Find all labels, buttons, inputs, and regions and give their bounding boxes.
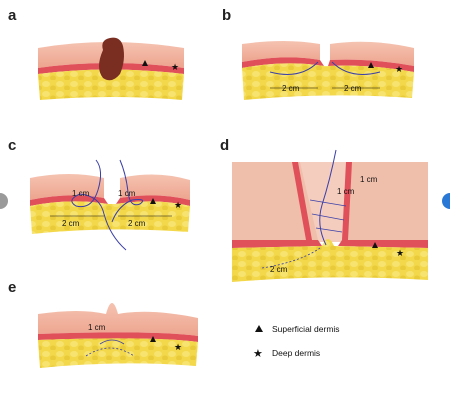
dim-c-2cm-right: 2 cm: [128, 219, 146, 228]
legend-deep: Deep dermis: [272, 348, 320, 358]
deep-marker-d: ★: [396, 248, 404, 258]
panel-letter-c: c: [8, 137, 16, 154]
legend-triangle-icon: [255, 325, 263, 332]
lesion-a: [99, 37, 124, 81]
dim-b-right: 2 cm: [344, 84, 362, 93]
legend-star-icon: ★: [253, 348, 263, 360]
legend: Superficial dermis ★ Deep dermis: [253, 324, 340, 360]
panel-d: d 1 cm 1 cm 2 cm ★: [220, 137, 428, 282]
suture-strand-c: [71, 159, 127, 251]
panel-e: e 1 cm ★: [8, 279, 198, 368]
dim-d-1cm-mid: 1 cm: [337, 187, 355, 196]
deep-marker-e: ★: [174, 342, 182, 352]
panel-a: a ★: [8, 7, 184, 100]
stitch-lines-d: [309, 199, 347, 233]
legend-superficial: Superficial dermis: [272, 324, 340, 334]
deep-marker-c: ★: [174, 200, 182, 210]
superficial-marker-a: [142, 60, 148, 66]
panel-letter-e: e: [8, 279, 16, 296]
skin-block-d: [232, 162, 428, 282]
dim-c-1cm-right: 1 cm: [118, 189, 136, 198]
dim-d-2cm: 2 cm: [270, 265, 288, 274]
panel-b: b 2 cm 2 cm ★: [222, 7, 414, 100]
dim-e-1cm: 1 cm: [88, 323, 106, 332]
panel-letter-a: a: [8, 7, 17, 24]
deep-marker-b: ★: [395, 64, 403, 74]
prev-slide-handle[interactable]: [0, 193, 8, 209]
dim-c-2cm-left: 2 cm: [62, 219, 80, 228]
superficial-marker-c: [150, 198, 156, 204]
superficial-marker-d: [372, 242, 378, 248]
buried-suture-e: [85, 347, 135, 357]
skin-block-e: [38, 303, 198, 368]
undermining-line-right-b: [331, 61, 381, 75]
deep-marker-a: ★: [171, 62, 179, 72]
next-slide-handle[interactable]: [442, 193, 450, 209]
panel-letter-d: d: [220, 137, 229, 154]
suture-strand-d: [319, 149, 337, 246]
undermining-line-left-b: [269, 61, 319, 75]
dim-c-1cm-left: 1 cm: [72, 189, 90, 198]
panel-c: c 1 cm 1 cm 2 cm 2 cm ★: [8, 137, 190, 251]
dim-d-1cm-top: 1 cm: [360, 175, 378, 184]
dim-b-left: 2 cm: [282, 84, 300, 93]
panel-letter-b: b: [222, 7, 231, 24]
suture-strand-c2: [111, 159, 144, 223]
superficial-marker-b: [368, 62, 374, 68]
skin-block-c: [30, 174, 190, 234]
superficial-marker-e: [150, 336, 156, 342]
skin-block-b: [242, 41, 414, 100]
